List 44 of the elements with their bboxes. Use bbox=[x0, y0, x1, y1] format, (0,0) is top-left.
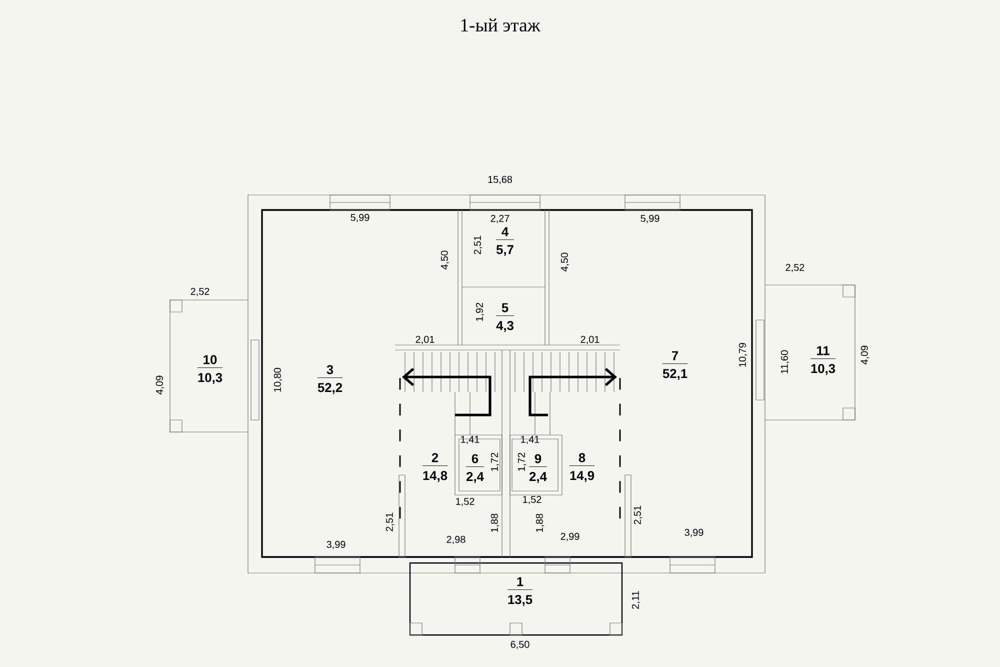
dimension-label: 4,50 bbox=[560, 252, 570, 272]
dimension-label: 1,72 bbox=[490, 452, 500, 471]
room-label: 2 14,8 bbox=[421, 450, 449, 486]
dimension-label: 2,51 bbox=[474, 236, 482, 254]
room-label: 7 52,1 bbox=[661, 348, 689, 384]
dimension-label: 1,41 bbox=[521, 436, 540, 444]
dimension-label: 2,01 bbox=[580, 336, 600, 344]
room-label: 4 5,7 bbox=[494, 224, 516, 260]
dimension-label: 2,98 bbox=[446, 536, 466, 544]
dimension-label: 2,11 bbox=[632, 591, 640, 609]
dimension-label: 2,51 bbox=[386, 512, 394, 532]
room-label: 8 14,9 bbox=[568, 450, 596, 486]
dimension-label: 2,99 bbox=[560, 532, 580, 542]
dimension-label: 1,88 bbox=[536, 514, 544, 532]
dimension-label: 3,99 bbox=[326, 540, 346, 550]
dimension-label: 10,80 bbox=[274, 368, 282, 392]
dimension-label: 2,27 bbox=[490, 214, 510, 224]
dimension-label: 2,51 bbox=[634, 506, 642, 524]
dimension-label: 4,09 bbox=[156, 376, 164, 394]
dimension-label: 3,99 bbox=[684, 528, 704, 538]
room-label: 3 52,2 bbox=[316, 362, 344, 398]
dimension-label: 11,60 bbox=[780, 350, 790, 374]
dimension-label: 2,01 bbox=[416, 336, 434, 344]
dimension-label: 5,99 bbox=[640, 214, 660, 224]
title: 1-ый этаж bbox=[461, 18, 540, 32]
dimension-label: 6,50 bbox=[510, 640, 530, 650]
dimension-label: 1,92 bbox=[476, 302, 484, 321]
room-label: 5 4,3 bbox=[494, 300, 516, 336]
room-label: 1 13,5 bbox=[506, 574, 534, 610]
dimension-label: 1,88 bbox=[490, 514, 500, 532]
dimension-label: 5,99 bbox=[350, 214, 370, 222]
dimension-label: 4,50 bbox=[440, 250, 450, 270]
dimension-label: 15,68 bbox=[488, 176, 512, 184]
room-label: 6 2,4 bbox=[464, 451, 486, 487]
dimension-label: 1,41 bbox=[461, 436, 480, 444]
room-label: 9 2,4 bbox=[528, 451, 548, 487]
dimension-label: 2,52 bbox=[190, 288, 210, 296]
dimension-label: 4,09 bbox=[860, 346, 870, 364]
room-label: 10 10,3 bbox=[196, 352, 224, 388]
room-label: 11 10,3 bbox=[809, 343, 837, 379]
dimension-label: 2,52 bbox=[786, 264, 804, 272]
dimension-label: 1,52 bbox=[523, 496, 542, 504]
dimension-label: 10,79 bbox=[738, 343, 748, 367]
dimension-label: 1,52 bbox=[456, 498, 474, 506]
